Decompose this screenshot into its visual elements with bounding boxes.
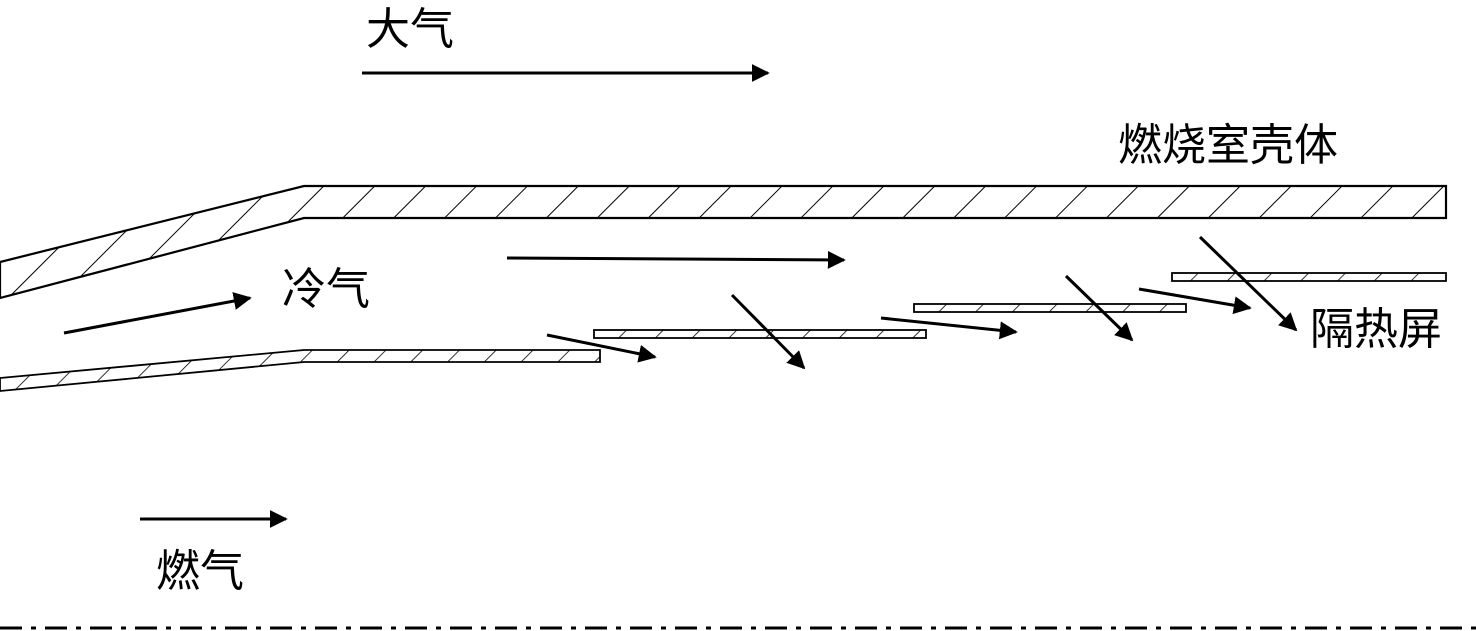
combustion-gas-label: 燃气 (156, 546, 244, 597)
cooling-air-inlet-arrow (63, 292, 252, 335)
cooling-air-flow-arrow (506, 250, 846, 269)
film-cooling-arrow (1138, 287, 1252, 315)
atmosphere-label: 大气 (366, 4, 454, 55)
heat-shield-segment (593, 329, 927, 339)
heat-shield-segment (1171, 272, 1447, 282)
cooling-air-label: 冷气 (282, 264, 370, 315)
impingement-cooling-arrow (730, 293, 806, 370)
film-cooling-arrow (880, 316, 1018, 340)
combustor-casing-wall (0, 184, 1448, 300)
heat-shield-leader-arrow (1198, 235, 1298, 332)
combustor-casing-label: 燃烧室壳体 (1118, 120, 1338, 171)
heat-shield-label: 隔热屏 (1310, 304, 1442, 355)
heat-shield-segment (913, 303, 1187, 313)
film-cooling-arrow (546, 333, 657, 363)
heat-shield-inlet-liner (0, 349, 601, 392)
impingement-cooling-arrow (1064, 274, 1134, 342)
